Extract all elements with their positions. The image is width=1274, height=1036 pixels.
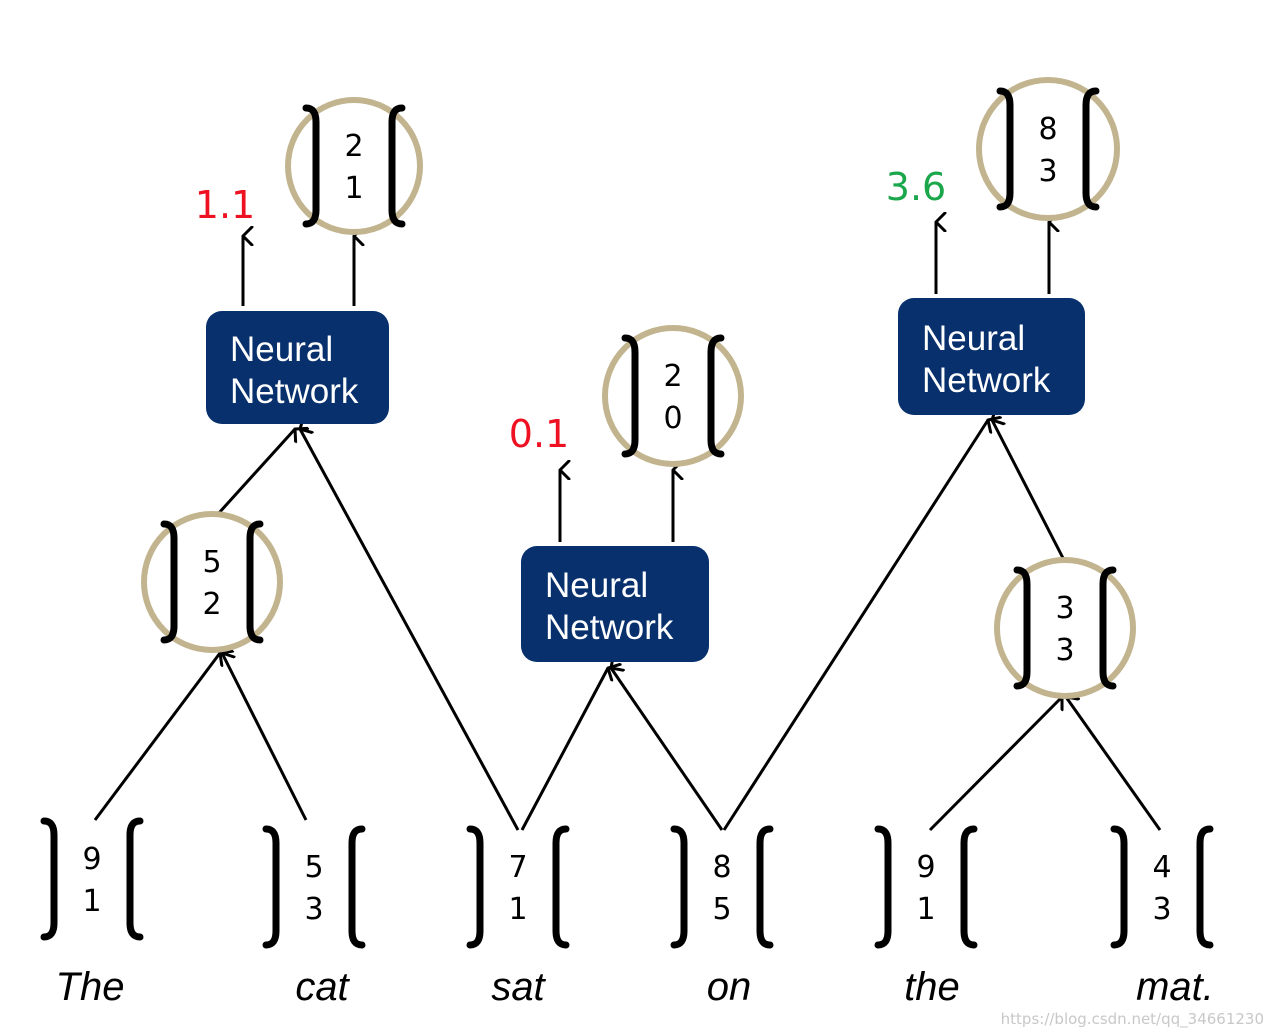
- nn-label-line2: Network: [545, 608, 674, 647]
- nn-box-bg: [898, 298, 1085, 415]
- nn-label-line1: Neural: [922, 319, 1025, 358]
- vector-value: 8: [712, 850, 731, 885]
- left-bracket-icon: [621, 334, 639, 458]
- composed-vector-sat-on: 20: [621, 334, 725, 458]
- edge-on-to-nn-middle: [611, 668, 724, 831]
- edge-cat-to-the-cat: [222, 653, 308, 821]
- left-bracket-icon: [160, 520, 178, 644]
- right-bracket-icon: [1082, 87, 1100, 211]
- composed-circle-the-cat-sat: [285, 97, 423, 235]
- connection-arrows: [93, 222, 1162, 832]
- neural-network-box-left: Neural Network: [206, 311, 389, 424]
- right-bracket-icon: [960, 825, 978, 949]
- watermark-text: https://blog.csdn.net/qq_34661230: [1001, 1010, 1264, 1029]
- score-middle: 0.1: [509, 412, 569, 456]
- word-vector-2: 53: [262, 825, 366, 949]
- word-mat: mat.: [1136, 965, 1214, 1009]
- vector-value: 8: [1038, 112, 1057, 147]
- nn-label-line1: Neural: [545, 566, 648, 605]
- score-left: 1.1: [195, 183, 255, 227]
- right-bracket-icon: [1099, 566, 1117, 690]
- vector-value: 2: [663, 359, 682, 394]
- right-bracket-icon: [1196, 825, 1214, 949]
- vector-value: 4: [1152, 850, 1171, 885]
- left-bracket-icon: [262, 825, 280, 949]
- word-sat: sat: [491, 965, 546, 1009]
- left-bracket-icon: [40, 817, 58, 941]
- right-bracket-icon: [388, 104, 406, 228]
- vector-value: 3: [1055, 591, 1074, 626]
- edge-mat-to-the-mat: [1066, 697, 1162, 831]
- nn-box-bg: [206, 311, 389, 424]
- vector-value: 9: [916, 850, 935, 885]
- right-bracket-icon: [552, 825, 570, 949]
- word-the-lower: the: [904, 965, 960, 1009]
- nn-box-bg: [521, 546, 709, 662]
- left-bracket-icon: [996, 87, 1014, 211]
- word-vector-6: 43: [1110, 825, 1214, 949]
- vector-value: 1: [82, 884, 101, 919]
- edge-on-to-nn-right: [722, 420, 988, 831]
- neural-network-box-middle: Neural Network: [521, 546, 709, 662]
- neural-network-box-right: Neural Network: [898, 298, 1085, 415]
- vector-value: 0: [663, 401, 682, 436]
- score-right: 3.6: [886, 165, 946, 209]
- composed-vector-on-the-mat: 83: [996, 87, 1100, 211]
- left-bracket-icon: [1013, 566, 1031, 690]
- vector-value: 5: [712, 892, 731, 927]
- composed-circle-the-mat: [994, 557, 1136, 699]
- composed-vector-the-cat: 52: [160, 520, 264, 644]
- composed-circle-the-cat: [141, 511, 283, 653]
- vector-value: 3: [1055, 633, 1074, 668]
- vector-value: 2: [202, 587, 221, 622]
- word-vector-3: 71: [466, 825, 570, 949]
- vector-value: 1: [916, 892, 935, 927]
- word-vector-1: 91: [40, 817, 144, 941]
- left-bracket-icon: [302, 104, 320, 228]
- left-bracket-icon: [670, 825, 688, 949]
- vector-value: 9: [82, 842, 101, 877]
- left-bracket-icon: [874, 825, 892, 949]
- edge-the-mat-to-nn-right: [992, 420, 1066, 561]
- edge-sat-to-nn-middle: [520, 668, 608, 831]
- vector-value: 3: [1152, 892, 1171, 927]
- edge-sat-to-nn-left: [300, 429, 520, 831]
- edge-the-cat-to-nn-left: [216, 429, 295, 516]
- nn-label-line2: Network: [230, 372, 359, 411]
- edge-the-to-the-cat: [93, 653, 220, 821]
- vector-value: 5: [202, 545, 221, 580]
- vector-value: 7: [508, 850, 527, 885]
- vector-value: 5: [304, 850, 323, 885]
- right-bracket-icon: [707, 334, 725, 458]
- vector-value: 3: [304, 892, 323, 927]
- edge-the-lower-to-the-mat: [928, 697, 1062, 832]
- composed-vector-the-cat-sat: 21: [302, 104, 406, 228]
- left-bracket-icon: [466, 825, 484, 949]
- nn-label-line2: Network: [922, 361, 1051, 400]
- word-on: on: [707, 965, 752, 1009]
- vector-value: 3: [1038, 154, 1057, 189]
- right-bracket-icon: [246, 520, 264, 644]
- vector-value: 1: [344, 171, 363, 206]
- left-bracket-icon: [1110, 825, 1128, 949]
- right-bracket-icon: [348, 825, 366, 949]
- vector-value: 1: [508, 892, 527, 927]
- composed-circle-sat-on: [602, 325, 744, 467]
- composed-vector-the-mat: 33: [1013, 566, 1117, 690]
- vector-value: 2: [344, 129, 363, 164]
- word-the: The: [56, 965, 125, 1009]
- right-bracket-icon: [756, 825, 774, 949]
- word-cat: cat: [295, 965, 350, 1009]
- right-bracket-icon: [126, 817, 144, 941]
- word-vector-5: 91: [874, 825, 978, 949]
- word-vector-4: 85: [670, 825, 774, 949]
- composed-circle-on-the-mat: [976, 77, 1120, 221]
- nn-label-line1: Neural: [230, 330, 333, 369]
